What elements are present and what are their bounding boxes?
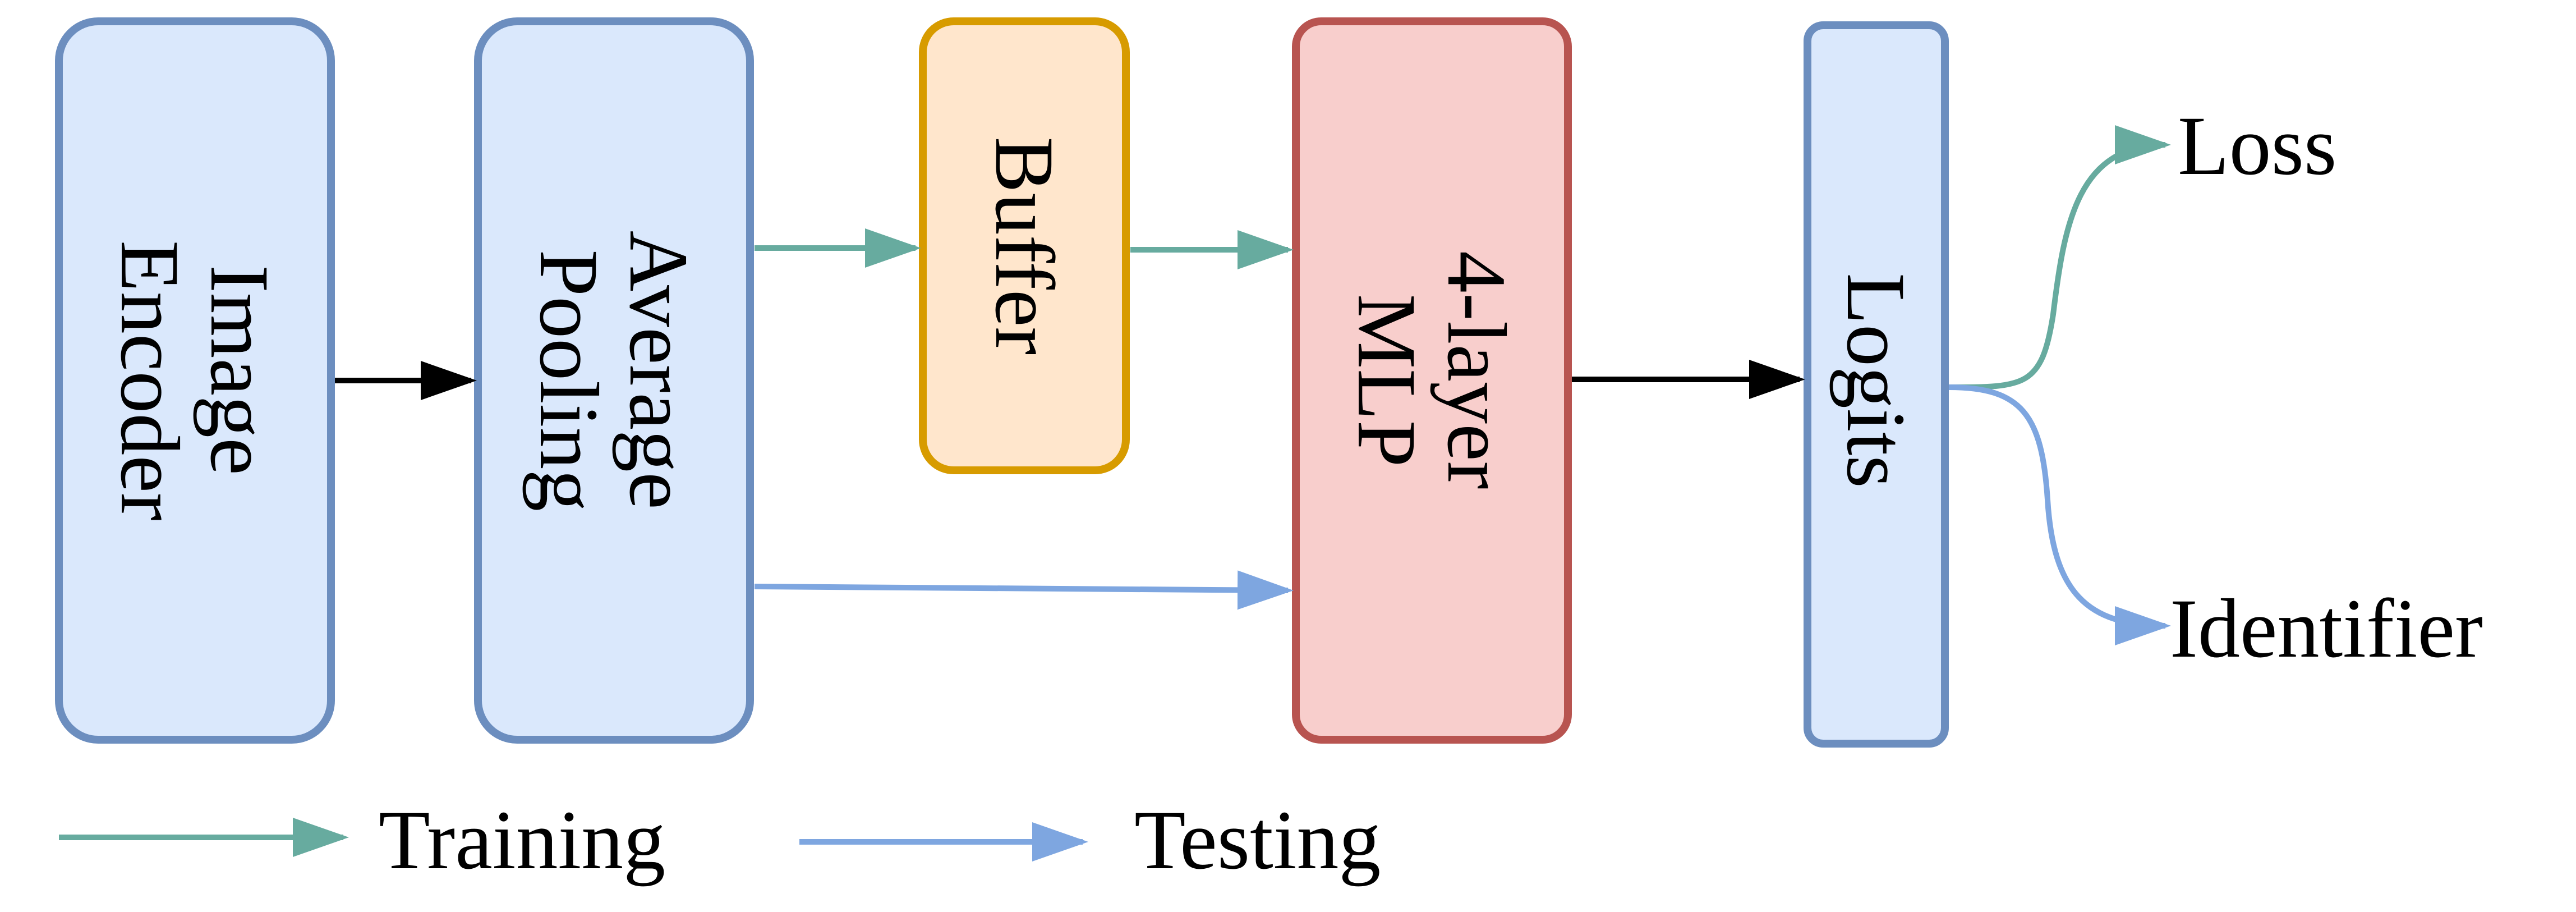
logits-box bbox=[1804, 21, 1949, 748]
average-pooling-label-line1: Average bbox=[612, 231, 705, 510]
buffer-label: Buffer bbox=[978, 137, 1071, 355]
logits-label: Logits bbox=[1829, 273, 1922, 488]
average-pooling-label: Average Pooling bbox=[522, 231, 705, 530]
mlp-label: 4-layer MLP bbox=[1340, 251, 1523, 510]
logits-to-loss-training-arrow bbox=[1948, 125, 2171, 390]
logits-to-identifier-testing-arrow bbox=[1948, 384, 2171, 645]
image-encoder-label-line1: Image bbox=[193, 265, 286, 475]
mlp-node: 4-layer MLP bbox=[1292, 17, 1572, 744]
loss-label: Loss bbox=[2178, 99, 2336, 193]
identifier-label: Identifier bbox=[2170, 582, 2483, 675]
average-pooling-node: Average Pooling bbox=[474, 17, 754, 744]
average-pooling-label-line2: Pooling bbox=[522, 250, 615, 512]
image-encoder-label-line2: Encoder bbox=[103, 240, 196, 521]
legend-training-label: Training bbox=[379, 794, 665, 887]
legend-testing-label: Testing bbox=[1134, 794, 1381, 887]
logits-node: Logits bbox=[1804, 21, 1949, 748]
image-encoder-node: Image Encoder bbox=[55, 17, 335, 744]
pooling-to-mlp-testing-arrow bbox=[754, 570, 1294, 610]
mlp-label-line1: 4-layer bbox=[1430, 251, 1523, 489]
mlp-box bbox=[1292, 17, 1572, 744]
mlp-label-line2: MLP bbox=[1340, 294, 1433, 467]
buffer-box bbox=[919, 17, 1130, 474]
image-encoder-box bbox=[55, 17, 335, 744]
image-encoder-label: Image Encoder bbox=[103, 240, 286, 521]
legend: Training Testing bbox=[59, 794, 1381, 887]
average-pooling-box bbox=[474, 17, 754, 744]
buffer-node: Buffer bbox=[919, 17, 1130, 474]
